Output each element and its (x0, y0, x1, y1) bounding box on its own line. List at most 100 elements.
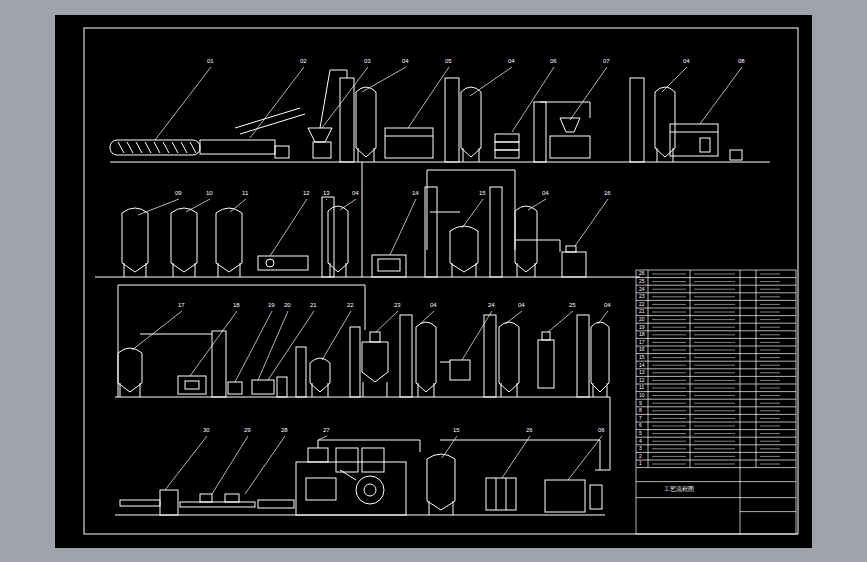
callout-number: 04 (352, 190, 359, 196)
leader-line (408, 67, 449, 128)
equipment-box (180, 502, 255, 507)
pipe-line (463, 148, 464, 162)
storage-tank (499, 322, 519, 392)
pipe-line (240, 114, 305, 134)
pipe-line (145, 142, 151, 153)
pipe-line (358, 148, 359, 162)
callout-number: 07 (603, 58, 610, 64)
pipe-line (163, 142, 169, 153)
pipe-line (363, 382, 364, 397)
leader-line (700, 67, 742, 124)
pipe-line (140, 334, 212, 335)
storage-tank (461, 87, 481, 157)
pipe-line (418, 383, 419, 397)
pipe-line (476, 263, 477, 277)
equipment-box (225, 494, 239, 502)
pump (266, 259, 274, 267)
leader-line (268, 311, 314, 380)
callout-number: 21 (310, 302, 317, 308)
pipe-line (540, 102, 590, 118)
equipment-box (566, 246, 576, 252)
leader-line (390, 199, 416, 255)
equipment-box (228, 382, 242, 394)
table-cell: 14 (639, 363, 645, 368)
pipe-line (318, 440, 420, 452)
pipe-line (517, 263, 518, 277)
table-cell: 8 (639, 408, 642, 413)
table-cell: 17 (639, 340, 645, 345)
leader-line (575, 199, 608, 246)
callout-number: 15 (479, 190, 486, 196)
equipment-box (308, 448, 328, 462)
storage-tank (591, 322, 609, 392)
callout-number: 29 (244, 427, 251, 433)
pipe-line (118, 285, 365, 330)
pipe-line (517, 383, 518, 397)
equipment-box (160, 490, 178, 515)
equipment-box (490, 187, 502, 277)
equipment-box (400, 315, 412, 397)
equipment-box (306, 478, 336, 500)
equipment-box (495, 150, 519, 158)
leader-line (662, 67, 687, 92)
leader-line (470, 67, 512, 96)
pipe-line (595, 397, 610, 470)
leader-lines (132, 67, 742, 494)
pipe-line (340, 470, 356, 480)
callout-number: 04 (508, 58, 515, 64)
callout-number: 11 (242, 190, 248, 196)
pipe-line (320, 70, 347, 128)
equipment-box (200, 140, 275, 154)
leader-line (362, 67, 406, 92)
storage-tank (356, 87, 376, 157)
storage-tank (416, 322, 436, 392)
table-cell: 12 (639, 378, 645, 383)
callout-number: 25 (569, 302, 576, 308)
pipe-line (430, 212, 460, 213)
storage-tank (171, 208, 197, 272)
callout-number: 04 (518, 302, 525, 308)
leader-line (502, 436, 530, 478)
callout-number: 06 (598, 427, 605, 433)
equipment-box (495, 134, 519, 142)
equipment-box (385, 128, 433, 158)
pipe-line (506, 478, 507, 510)
equipment-box (550, 136, 590, 158)
callout-number: 22 (347, 302, 354, 308)
pipe-line (385, 136, 433, 137)
callout-number: 04 (430, 302, 437, 308)
pipe-line (136, 142, 142, 153)
table-cell: 4 (639, 439, 642, 444)
storage-tank (328, 206, 348, 272)
parts-table (636, 270, 796, 534)
leader-line (132, 311, 182, 350)
callout-number: 06 (550, 58, 557, 64)
leader-line (326, 199, 327, 200)
callout-number: 27 (323, 427, 330, 433)
pipe-line (235, 108, 300, 128)
callout-number: 04 (604, 302, 611, 308)
equipment-box (445, 78, 459, 162)
pipe-line (593, 383, 594, 397)
callout-number: 16 (604, 190, 611, 196)
table-cell: 25 (639, 279, 645, 284)
pipe-line (328, 383, 329, 397)
equipment-box (538, 340, 554, 388)
equipment-box (577, 315, 589, 397)
leader-line (340, 199, 356, 210)
pipe-line (124, 263, 125, 277)
storage-tank (118, 348, 142, 392)
equipment-box (450, 360, 470, 380)
hopper (560, 118, 580, 132)
pipe-line (318, 440, 319, 448)
pipe-line (479, 148, 480, 162)
equipment-box (542, 332, 550, 340)
table-cell: 13 (639, 370, 645, 375)
callout-number: 01 (207, 58, 214, 64)
callout-number: 28 (281, 427, 288, 433)
pipe-line (173, 263, 174, 277)
leader-line (230, 199, 246, 212)
callout-number: 12 (303, 190, 310, 196)
pipe-line (110, 162, 770, 163)
table-cell: 16 (639, 347, 645, 352)
